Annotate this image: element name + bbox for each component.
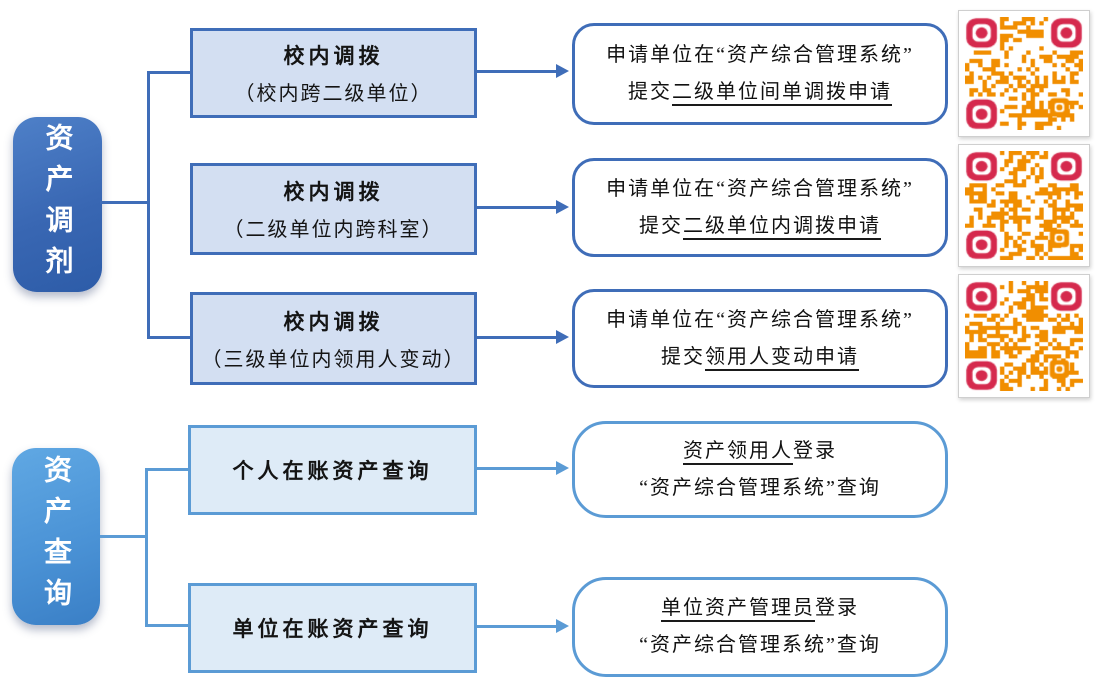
connector-line bbox=[147, 336, 190, 339]
node-title: 个人在账资产查询 bbox=[232, 459, 433, 483]
node-internal-transfer-cross-second-level-unit: 校内调拨 （校内跨二级单位） bbox=[190, 28, 477, 118]
node-internal-transfer-within-second-level-unit: 校内调拨 （二级单位内跨科室） bbox=[190, 163, 477, 255]
result-line: “资产综合管理系统”查询 bbox=[639, 634, 881, 656]
connector-line bbox=[145, 468, 188, 471]
qr-pattern bbox=[965, 281, 1083, 391]
result-line: 资产领用人登录 bbox=[683, 433, 837, 470]
underlined-text: 领用人变动申请 bbox=[705, 345, 859, 371]
result-user-change-application: 申请单位在“资产综合管理系统” 提交领用人变动申请 bbox=[572, 289, 948, 388]
node-title: 单位在账资产查询 bbox=[232, 617, 433, 641]
connector-line bbox=[145, 468, 148, 627]
result-line: 提交二级单位内调拨申请 bbox=[639, 208, 881, 245]
node-subtitle: （二级单位内跨科室） bbox=[223, 219, 444, 241]
arrow-right-icon bbox=[477, 200, 569, 214]
node-subtitle: （三级单位内领用人变动） bbox=[201, 348, 466, 371]
result-line: 申请单位在“资产综合管理系统” bbox=[606, 44, 914, 66]
connector-line bbox=[100, 535, 146, 538]
result-line: 单位资产管理员登录 bbox=[661, 590, 859, 627]
node-title: 校内调拨 bbox=[283, 44, 384, 68]
underlined-text: 单位资产管理员 bbox=[661, 597, 815, 622]
arrow-right-icon bbox=[477, 64, 569, 78]
arrow-right-icon bbox=[477, 619, 569, 633]
node-unit-asset-query: 单位在账资产查询 bbox=[188, 583, 477, 673]
result-within-unit-transfer-application: 申请单位在“资产综合管理系统” 提交二级单位内调拨申请 bbox=[572, 158, 948, 257]
qr-code-2 bbox=[958, 144, 1090, 267]
section-label-asset-query: 资产查询 bbox=[12, 448, 100, 625]
result-unit-query-login: 单位资产管理员登录 “资产综合管理系统”查询 bbox=[572, 577, 948, 677]
arrow-right-icon bbox=[477, 330, 569, 344]
result-line: 申请单位在“资产综合管理系统” bbox=[606, 308, 914, 331]
result-line: 提交二级单位间单调拨申请 bbox=[628, 74, 892, 111]
connector-line bbox=[147, 71, 150, 339]
underlined-text: 二级单位间单调拨申请 bbox=[672, 81, 892, 106]
qr-code-3 bbox=[958, 274, 1090, 398]
node-internal-transfer-user-change: 校内调拨 （三级单位内领用人变动） bbox=[190, 292, 477, 385]
qr-code-1 bbox=[958, 10, 1090, 137]
result-line: 提交领用人变动申请 bbox=[661, 339, 859, 376]
node-personal-asset-query: 个人在账资产查询 bbox=[188, 425, 477, 515]
section-label-asset-transfer: 资产调剂 bbox=[13, 117, 102, 292]
node-subtitle: （校内跨二级单位） bbox=[234, 83, 433, 105]
connector-line bbox=[145, 624, 188, 627]
connector-line bbox=[100, 201, 148, 204]
node-title: 校内调拨 bbox=[283, 180, 384, 204]
underlined-text: 二级单位内调拨申请 bbox=[683, 214, 881, 240]
qr-pattern bbox=[965, 17, 1083, 130]
connector-line bbox=[147, 71, 190, 74]
result-line: “资产综合管理系统”查询 bbox=[639, 476, 881, 499]
result-line: 申请单位在“资产综合管理系统” bbox=[606, 177, 914, 200]
arrow-right-icon bbox=[477, 461, 569, 475]
qr-pattern bbox=[965, 151, 1083, 260]
result-personal-query-login: 资产领用人登录 “资产综合管理系统”查询 bbox=[572, 421, 948, 518]
result-cross-unit-transfer-application: 申请单位在“资产综合管理系统” 提交二级单位间单调拨申请 bbox=[572, 23, 948, 125]
node-title: 校内调拨 bbox=[283, 309, 384, 334]
underlined-text: 资产领用人 bbox=[683, 439, 793, 465]
